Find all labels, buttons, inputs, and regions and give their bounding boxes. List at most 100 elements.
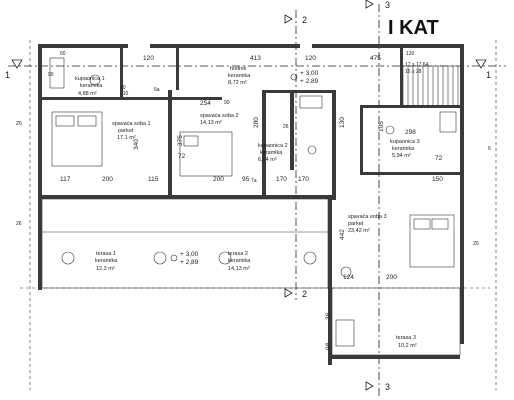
dim-120a: 120 (143, 55, 154, 62)
dim-475: 475 (370, 55, 381, 62)
dim-80a: 80 (120, 85, 126, 91)
terrace-3-outline (331, 287, 461, 356)
terrace-furniture (61, 251, 355, 347)
section-marker-3-top: 3 (365, 0, 390, 10)
wall-tag-6a: 6a (154, 87, 160, 93)
dim-120b: 120 (305, 55, 316, 62)
room-4-name: spavaća soba 2 (200, 113, 239, 119)
section-marker-1-right: 1 (475, 59, 491, 80)
room-5-area: 6,54 m² (258, 157, 277, 163)
room-10-area: 10,2 m² (398, 343, 417, 349)
room-3-finish: parket (118, 128, 134, 134)
room-terasa-3: terasa 3 10,2 m² (396, 335, 417, 349)
dim-105: 105 (378, 121, 385, 132)
room-6-name: kupaonica 3 (390, 139, 420, 145)
room-1-finish: keramika (80, 83, 103, 89)
room-5-name: kupaonica 2 (258, 143, 288, 149)
room-7-finish: parket (348, 221, 364, 227)
room-terasa-2: terasa 2 keramika 14,13 m² (228, 251, 251, 272)
room-9-finish: keramika (228, 258, 251, 264)
bathroom-fixtures (49, 57, 457, 155)
room-2-finish: keramika (228, 73, 251, 79)
room-10-name: terasa 3 (396, 335, 416, 341)
room-kupaonica-2: kupaonica 2 keramika 6,54 m² (258, 143, 288, 163)
wall-tag-z6-right: Z6 (473, 241, 479, 247)
dim-26a: 26 (16, 221, 22, 227)
outer-walls (38, 44, 464, 365)
room-7-area: 23,42 m² (348, 228, 370, 234)
level-mark-2-top: + 3,00 (180, 251, 199, 258)
section-marker-2-top: 2 (284, 14, 307, 25)
dim-117: 117 (60, 176, 71, 183)
dim-200a: 200 (102, 176, 113, 183)
section-marker-2-bottom: 2 (284, 288, 307, 299)
level-mark-terrace: + 3,00 + 2,89 (170, 251, 199, 266)
room-3-area: 17,1 m² (117, 135, 136, 141)
room-kupaonica-1: kupaonica 1 keramika 4,88 m² (75, 76, 105, 97)
bed-2 (179, 131, 233, 177)
bed-1 (51, 111, 103, 167)
dim-375: 375 (177, 135, 184, 146)
dim-200c: 200 (386, 274, 397, 281)
dim-60: 60 (60, 51, 66, 57)
dim-298: 298 (405, 129, 416, 136)
room-6-finish: keramika (392, 146, 415, 152)
section-1-left-label: 1 (5, 70, 10, 80)
staircase: 17 x 17,64 16 x 28 (402, 62, 459, 107)
dim-150: 150 (432, 176, 443, 183)
room-3-name: spavaća soba 1 (112, 121, 151, 127)
dim-6a: 6 (488, 146, 491, 152)
room-8-name: terasa 1 (96, 251, 116, 257)
room-spavaca-soba-2: spavaća soba 2 14,13 m² (200, 113, 239, 126)
section-3-top-label: 3 (385, 0, 390, 10)
dim-170a: 170 (276, 176, 287, 183)
wall-tag-z6-left: Z6 (16, 121, 22, 127)
dim-124: 124 (343, 274, 354, 281)
room-9-area: 14,13 m² (228, 266, 250, 272)
room-spavaca-soba-1: spavaća soba 1 parket 17,1 m² (112, 121, 151, 141)
dim-72: 72 (178, 153, 186, 160)
section-2-bottom-label: 2 (302, 289, 307, 299)
section-marker-3-bottom: 3 (365, 381, 390, 392)
section-1-right-label: 1 (486, 70, 491, 80)
section-marker-1-left: 1 (5, 59, 23, 80)
dim-170b: 170 (298, 176, 309, 183)
room-1-area: 4,88 m² (78, 91, 97, 97)
dim-72b: 72 (435, 155, 443, 162)
stair-label-2: 16 x 28 (405, 69, 422, 75)
terrace-1-2-outline (41, 198, 329, 289)
room-kupaonica-3: kupaonica 3 keramika 5,94 m² (390, 139, 420, 159)
room-8-finish: keramika (95, 258, 118, 264)
room-2-name: hodnik (230, 66, 246, 72)
dim-340: 340 (133, 139, 140, 150)
bed-3 (409, 214, 455, 268)
dim-280: 280 (253, 117, 260, 128)
dim-210a: 210 (120, 91, 129, 97)
dim-26b: 26 (283, 124, 289, 130)
dimension-labels: 413 475 120 120 254 298 340 375 280 442 … (16, 51, 491, 350)
dim-98: 98 (325, 342, 332, 350)
room-spavaca-soba-3: spavaća soba 3 parket 23,42 m² (348, 214, 387, 234)
stair-label-1: 17 x 17,64 (405, 62, 429, 68)
dim-130: 130 (339, 117, 346, 128)
dim-442: 442 (339, 229, 346, 240)
room-9-name: terasa 2 (228, 251, 248, 257)
room-hodnik: hodnik keramika 8,72 m² (228, 66, 251, 86)
room-6-area: 5,94 m² (392, 153, 411, 159)
level-mark-1-top: + 3,00 (300, 70, 319, 77)
dim-36: 36 (325, 312, 332, 320)
dim-95: 95 (242, 176, 250, 183)
room-1-name: kupaonica 1 (75, 76, 105, 82)
room-8-area: 12,3 m² (96, 266, 115, 272)
level-mark-hall: + 3,00 + 2,89 (290, 70, 319, 85)
dim-115: 115 (148, 176, 159, 183)
section-3-bottom-label: 3 (385, 382, 390, 392)
level-mark-1-bottom: + 2,89 (300, 78, 319, 85)
wall-tag-7a: 7a (251, 178, 257, 184)
floor-title: I KAT (388, 17, 439, 39)
level-mark-2-bottom: + 2,89 (180, 259, 199, 266)
room-2-area: 8,72 m² (228, 80, 247, 86)
dim-200b: 200 (213, 176, 224, 183)
room-terasa-1: terasa 1 keramika 12,3 m² (95, 251, 118, 272)
